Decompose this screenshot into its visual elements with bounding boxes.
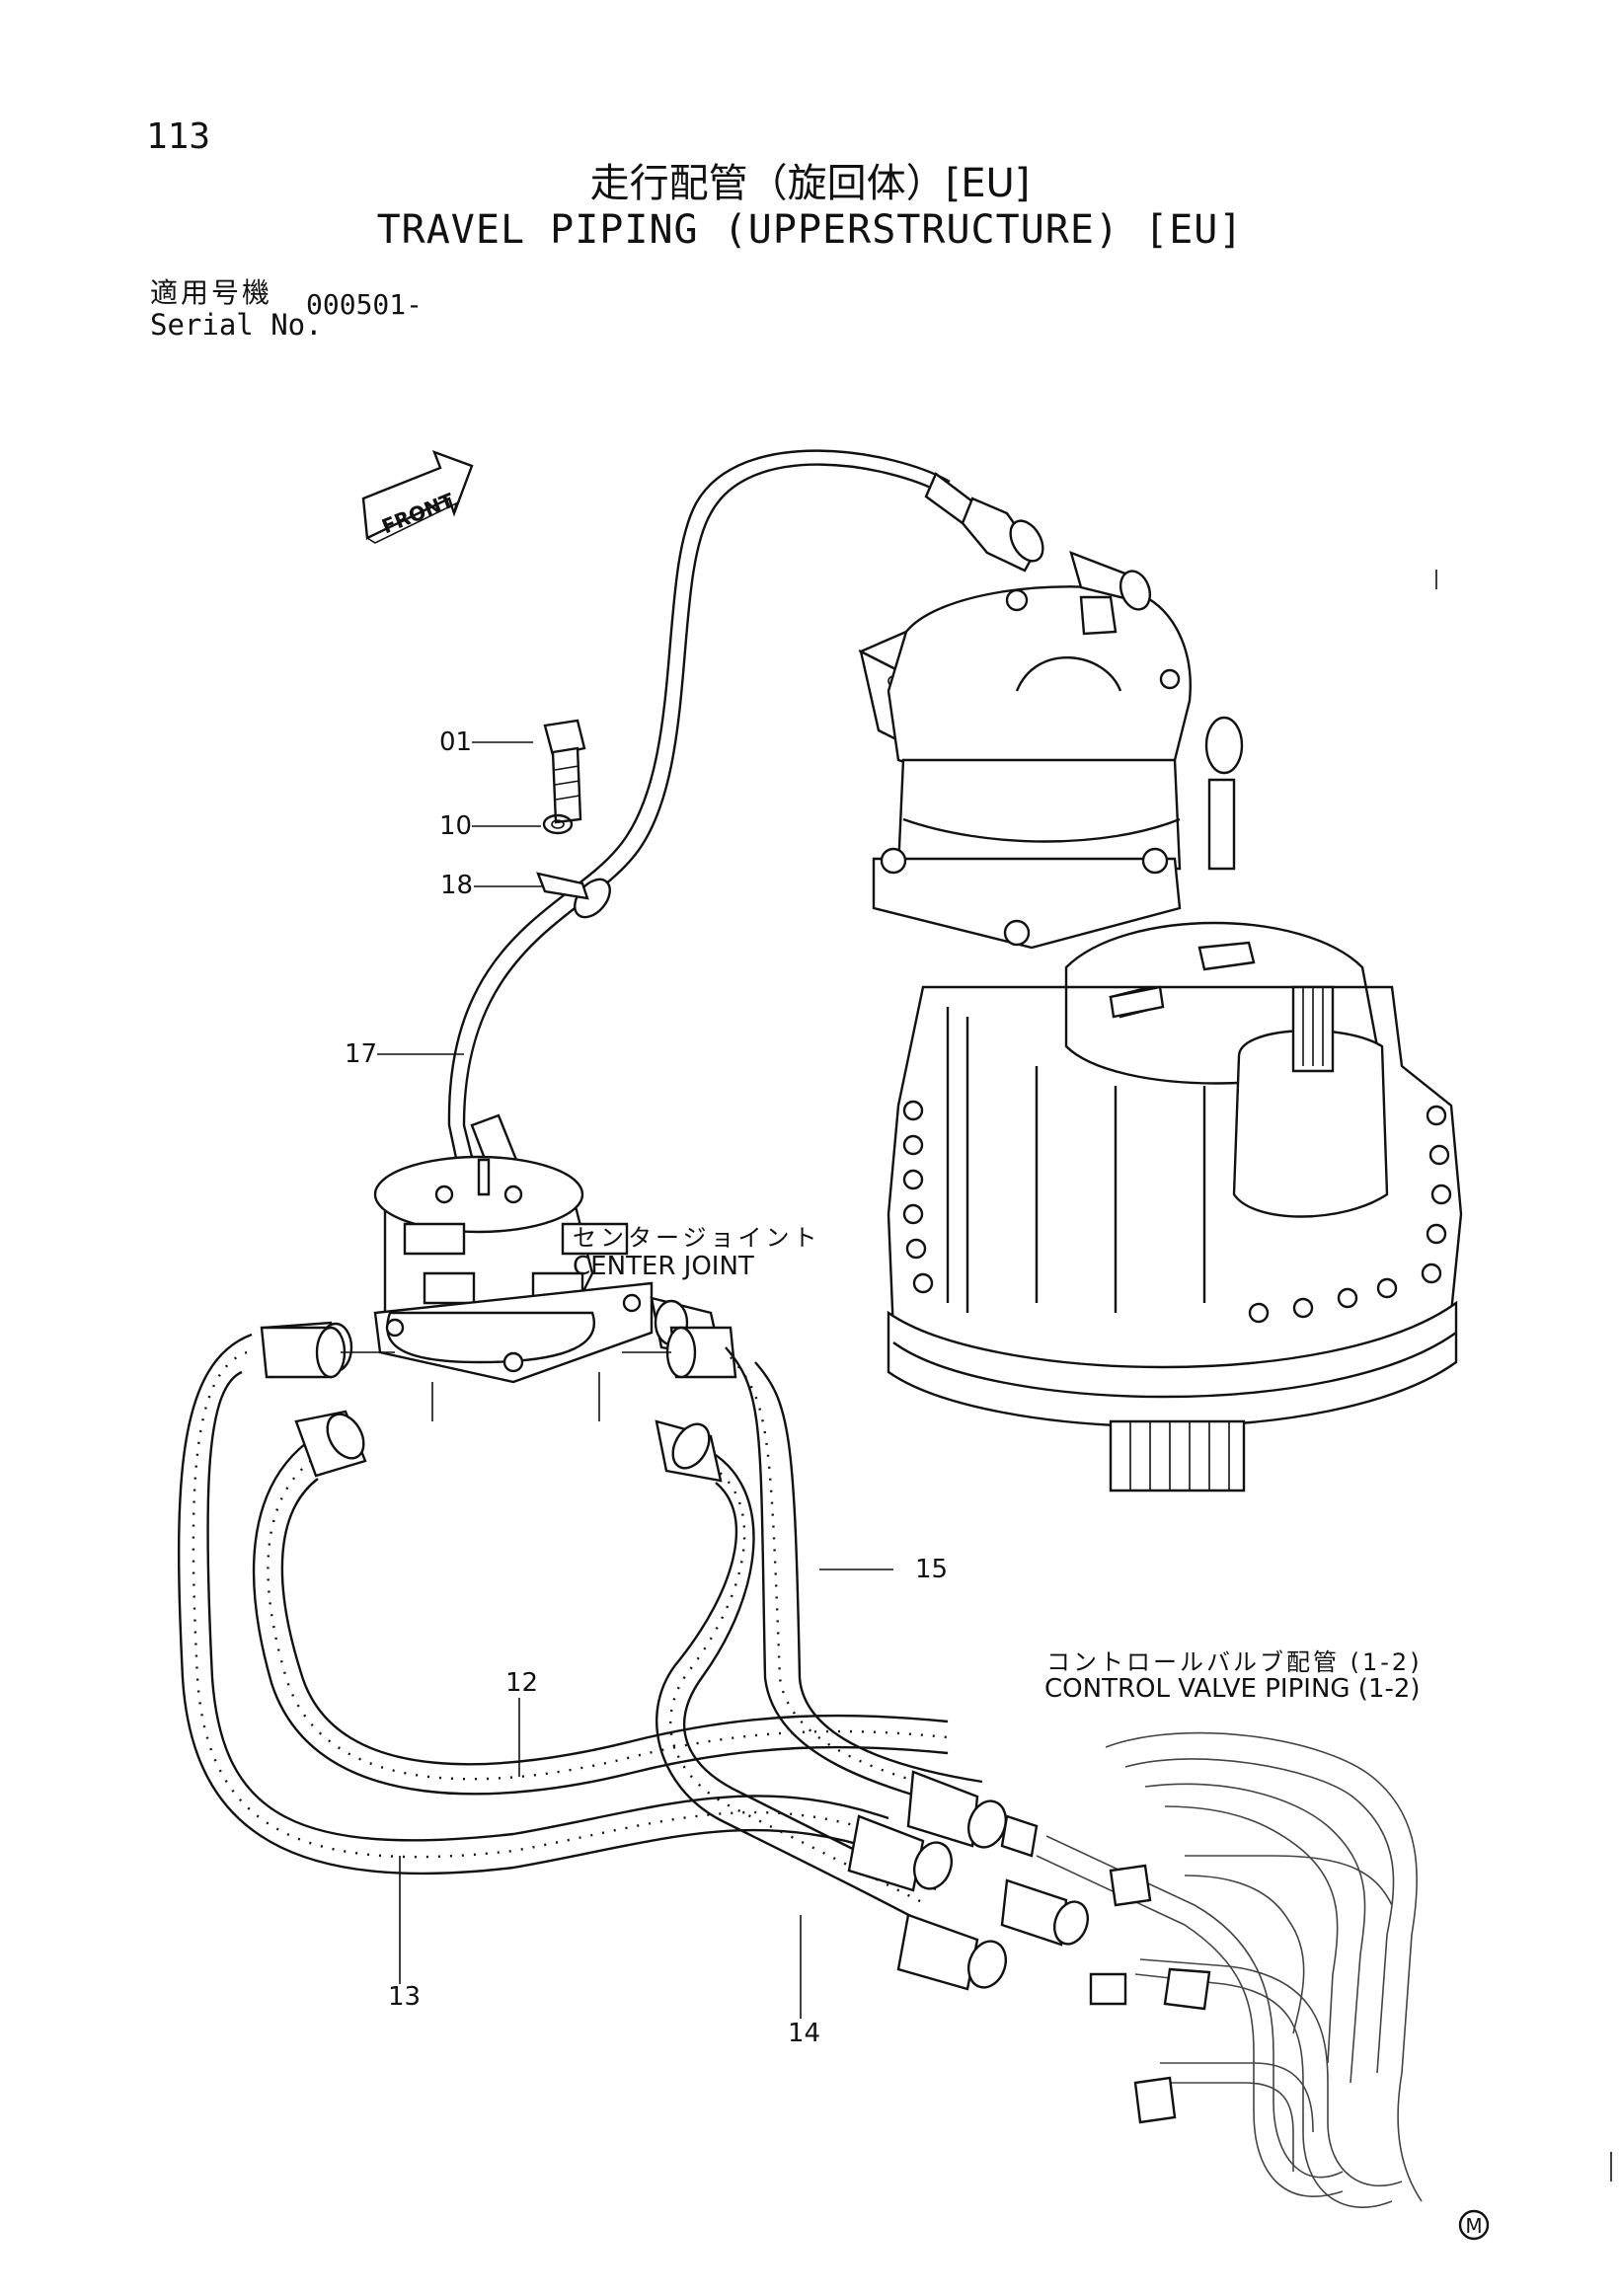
upper-fittings (262, 1328, 735, 1377)
part-label-10: 10 (439, 811, 473, 841)
page-title-japanese: 走行配管（旋回体）[EU] (589, 161, 1031, 206)
part-label-17: 17 (345, 1039, 378, 1069)
control-valve-label-english: CONTROL VALVE PIPING (1-2) (1044, 1674, 1421, 1704)
hose-13 (179, 1335, 888, 1874)
part-label-14: 14 (788, 2019, 821, 2048)
bolt-01-icon (545, 721, 584, 822)
front-label: FRONT (378, 488, 457, 538)
page-title-english: TRAVEL PIPING (UPPERSTRUCTURE) [EU] (376, 207, 1244, 253)
part-label-15: 15 (915, 1555, 949, 1584)
part-label-01: 01 (439, 727, 473, 757)
serial-label-japanese: 適用号機 (150, 276, 273, 309)
mark-letter: M (1465, 2214, 1482, 2238)
m-mark-icon: M (1460, 2211, 1488, 2239)
hose-14 (656, 1449, 936, 1921)
center-joint-label-japanese: センタージョイント (573, 1224, 821, 1252)
serial-label-english: Serial No. (150, 308, 323, 342)
control-valve-piping (1037, 1733, 1422, 2208)
hose-12 (254, 1443, 948, 1794)
travel-motor-assembly (861, 553, 1461, 1491)
serial-value: 000501- (306, 288, 424, 321)
lower-fittings (296, 1408, 721, 1481)
part-label-18: 18 (440, 871, 474, 900)
control-valve-fittings (1091, 1866, 1209, 2122)
washer-10-icon (544, 815, 572, 833)
center-joint (265, 1157, 721, 1421)
control-valve-label-japanese: コントロールバルブ配管 (1-2) (1046, 1648, 1423, 1676)
center-joint-label-english: CENTER JOINT (573, 1252, 754, 1281)
hose-15 (726, 1347, 982, 1811)
part-label-12: 12 (505, 1668, 539, 1698)
hose-end-fittings (849, 1772, 1094, 1993)
front-arrow-icon: FRONT (363, 452, 472, 543)
part-label-13: 13 (388, 1982, 422, 2012)
page-number: 113 (146, 116, 211, 157)
